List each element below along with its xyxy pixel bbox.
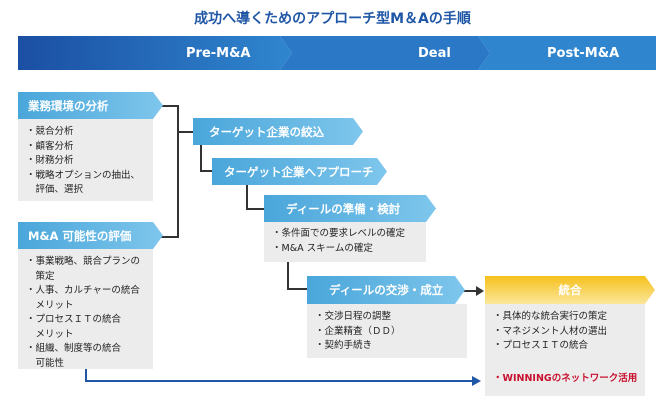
connector-line xyxy=(287,262,289,290)
step-env-box: ・競合分析 ・顧客分析 ・財務分析 ・戦略オプションの抽出、 評価、選択 xyxy=(18,119,153,201)
list-item: ・人事、カルチャーの統合 メリット xyxy=(26,285,140,311)
list-item: ・交渉日程の調整 xyxy=(315,311,392,322)
list-item: ・マネジメント人材の選出 xyxy=(493,325,608,337)
phase-deal: Deal xyxy=(418,45,451,61)
phase-deal-arrow xyxy=(280,36,490,70)
step-integ-header: 統合 xyxy=(485,276,655,304)
list-item: ・プロセスＩＴの統合 xyxy=(493,340,589,351)
connector-line xyxy=(177,131,193,133)
highlight-item: ・WINNINGのネットワーク活用 xyxy=(493,372,638,384)
step-narrow-header: ターゲット企業の絞込 xyxy=(193,118,363,145)
connector-line xyxy=(200,170,212,172)
phase-post-arrow xyxy=(478,36,656,70)
bottom-arrow-line xyxy=(85,380,475,382)
step-approach-header: ターゲット企業へアプローチ xyxy=(212,158,387,185)
connector-line xyxy=(246,208,264,210)
step-prep-header: ディールの準備・検討 xyxy=(264,195,436,222)
step-feas-box: ・事業戦略、競合プランの 策定 ・人事、カルチャーの統合 メリット ・プロセスＩ… xyxy=(18,249,153,369)
list-item: ・戦略オプションの抽出、 評価、選択 xyxy=(26,169,141,196)
connector-line xyxy=(449,290,480,292)
list-item: ・企業精査（ＤＤ） xyxy=(315,325,401,337)
list-item: ・具体的な統合実行の策定 xyxy=(493,311,608,322)
bottom-arrow-line xyxy=(85,362,87,382)
connector-line xyxy=(155,105,179,107)
step-env-header: 業務環境の分析 xyxy=(18,92,163,119)
list-item: ・プロセスＩＴの統合 メリット xyxy=(26,314,122,340)
step-nego-header: ディールの交渉・成立 xyxy=(307,276,465,304)
list-item: ・顧客分析 xyxy=(26,140,74,152)
list-item: ・事業戦略、競合プランの 策定 xyxy=(26,256,141,282)
list-item: ・組織、制度等の統合 可能性 xyxy=(26,343,122,369)
list-item: ・契約手続き xyxy=(315,340,373,351)
phase-banner xyxy=(18,36,656,70)
connector-line xyxy=(200,145,202,172)
connector-line xyxy=(246,185,248,210)
phase-pre: Pre-M&A xyxy=(186,45,251,61)
list-item: ・条件面での要求レベルの確定 xyxy=(272,228,406,239)
list-item: ・競合分析 xyxy=(26,126,74,137)
step-feas-header: M&A 可能性の評価 xyxy=(18,222,163,249)
phase-pre-arrow xyxy=(18,36,292,70)
arrow-head-icon xyxy=(476,286,484,296)
connector-line xyxy=(155,236,179,238)
diagram-title: 成功へ導くためのアプローチ型M＆Aの手順 xyxy=(194,11,471,27)
step-nego-box: ・交渉日程の調整 ・企業精査（ＤＤ） ・契約手続き xyxy=(307,304,467,358)
step-prep-box: ・条件面での要求レベルの確定 ・M&A スキームの確定 xyxy=(264,222,426,262)
phase-post: Post-M&A xyxy=(547,45,620,61)
step-integ-box: ・具体的な統合実行の策定 ・マネジメント人材の選出 ・プロセスＩＴの統合 ・WI… xyxy=(485,304,645,396)
list-item: ・財務分析 xyxy=(26,155,74,166)
connector-line xyxy=(287,288,307,290)
arrow-head-icon xyxy=(472,376,481,386)
connector-line xyxy=(177,105,179,238)
list-item: ・M&A スキームの確定 xyxy=(272,242,373,254)
